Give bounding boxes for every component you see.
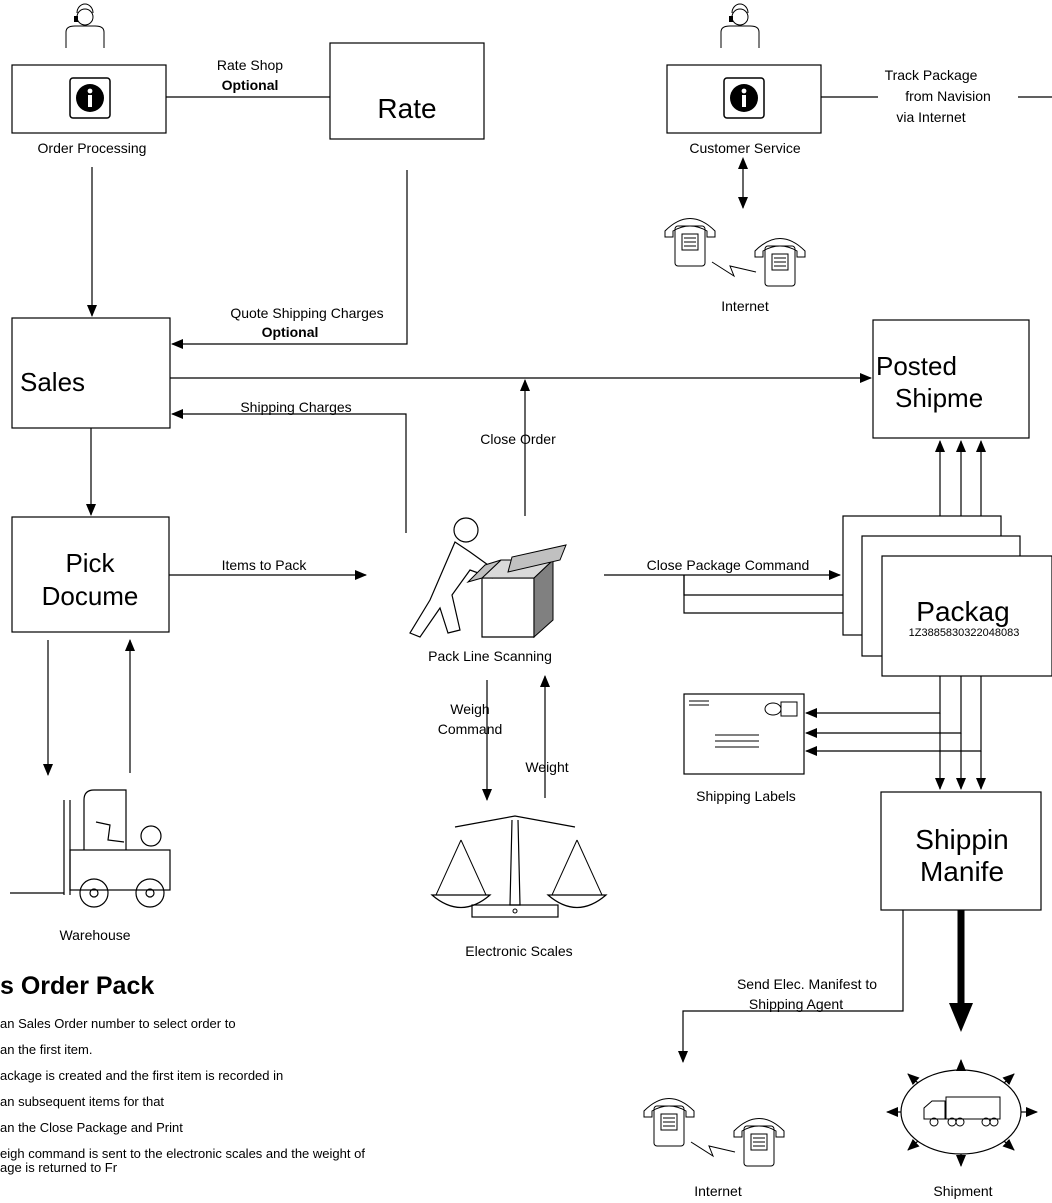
info-icon — [69, 77, 111, 119]
customer-service-node: Customer Service — [666, 3, 822, 156]
forklift-icon — [10, 789, 171, 908]
electronic-scales-label: Electronic Scales — [465, 943, 572, 959]
truck-icon — [923, 1096, 1001, 1127]
rate-label: Rate — [377, 93, 436, 124]
telephone-icon — [754, 238, 806, 287]
step-6-continuation: age is returned to Fr — [0, 1160, 118, 1175]
operator-icon — [720, 3, 760, 48]
weight-label: Weight — [525, 759, 568, 775]
track-package-label-1: Track Package — [885, 67, 978, 83]
weigh-command-label-2: Command — [438, 721, 503, 737]
operator-icon — [65, 3, 105, 48]
close-package-label: Close Package Command — [647, 557, 810, 573]
package-number: 1Z3885830322048083 — [909, 627, 1020, 639]
electronic-scales-node: Electronic Scales — [430, 815, 608, 959]
shipping-manifest-label-2: Manife — [920, 856, 1004, 887]
box-icon — [466, 544, 567, 639]
pack-line-scanning-label: Pack Line Scanning — [428, 648, 552, 664]
shipping-labels-label: Shipping Labels — [696, 788, 796, 804]
close-order-label: Close Order — [480, 431, 556, 447]
internet-phones-top: Internet — [664, 218, 806, 314]
send-manifest-arrow — [678, 910, 904, 1063]
step-1: an Sales Order number to select order to — [0, 1016, 236, 1031]
warehouse-label: Warehouse — [59, 927, 130, 943]
quote-shipping-arrow — [171, 170, 408, 349]
info-icon — [723, 77, 765, 119]
package-label: Packag — [916, 596, 1009, 627]
close-package-arrow-3 — [683, 575, 882, 618]
weigh-command-label-1: Weigh — [450, 701, 489, 717]
shipping-manifest-node: Shippin Manife — [880, 791, 1042, 911]
package-card-front — [881, 555, 1052, 677]
posted-shipment-label-1: Posted — [876, 351, 957, 381]
panel-title: s Order Pack — [0, 972, 155, 1000]
package-to-labels-arrow-1 — [805, 676, 941, 718]
package-to-labels-arrow-2 — [805, 676, 962, 738]
send-manifest-label-2: Shipping Agent — [749, 996, 843, 1012]
rate-shop-label: Rate Shop — [217, 57, 283, 73]
quote-shipping-label: Quote Shipping Charges — [230, 305, 383, 321]
shipping-charges-label: Shipping Charges — [240, 399, 351, 415]
step-3: ackage is created and the first item is … — [0, 1068, 284, 1083]
pick-document-label-1: Pick — [65, 548, 115, 578]
pick-document-label-2: Docume — [42, 581, 139, 611]
internet-top-label: Internet — [721, 298, 769, 314]
warehouse-node: Warehouse — [10, 789, 171, 943]
manifest-to-shipment-head — [949, 1003, 973, 1032]
step-2: an the first item. — [0, 1042, 93, 1057]
rate-shop-optional-label: Optional — [222, 77, 279, 93]
telephone-icon — [643, 1098, 695, 1147]
order-processing-node: Order Processing — [11, 3, 167, 156]
shipment-node: Shipment — [886, 1059, 1038, 1199]
telephone-icon — [733, 1118, 785, 1167]
rate-node: Rate — [329, 42, 485, 140]
internet-phones-bottom: Internet — [643, 1098, 785, 1199]
posted-shipment-node: Posted Shipme — [872, 319, 1030, 439]
internet-bottom-label: Internet — [694, 1183, 742, 1199]
items-to-pack-label: Items to Pack — [222, 557, 308, 573]
envelope-icon — [683, 693, 805, 775]
order-processing-label: Order Processing — [38, 140, 147, 156]
track-package-label-2: from Navision — [905, 88, 991, 104]
sales-label: Sales — [20, 367, 85, 397]
pick-document-node: Pick Docume — [11, 516, 170, 633]
pack-line-scanning-node: Pack Line Scanning — [409, 517, 567, 664]
quote-optional-label: Optional — [262, 324, 319, 340]
posted-shipment-label-2: Shipme — [895, 383, 983, 413]
telephone-icon — [664, 218, 716, 267]
scale-icon — [430, 815, 608, 918]
close-package-arrow-2 — [683, 575, 862, 600]
step-6: eigh command is sent to the electronic s… — [0, 1146, 365, 1161]
shipping-labels-node: Shipping Labels — [683, 693, 805, 804]
shipping-charges-arrow — [171, 409, 407, 533]
sales-node: Sales — [11, 317, 171, 429]
package-node: Packag 1Z3885830322048083 — [842, 515, 1052, 677]
shipping-manifest-label-1: Shippin — [915, 824, 1008, 855]
send-manifest-label-1: Send Elec. Manifest to — [737, 976, 877, 992]
track-package-label-3: via Internet — [896, 109, 965, 125]
step-5: an the Close Package and Print — [0, 1120, 183, 1135]
shipment-label: Shipment — [933, 1183, 992, 1199]
step-4: an subsequent items for that — [0, 1094, 165, 1109]
customer-service-label: Customer Service — [689, 140, 800, 156]
